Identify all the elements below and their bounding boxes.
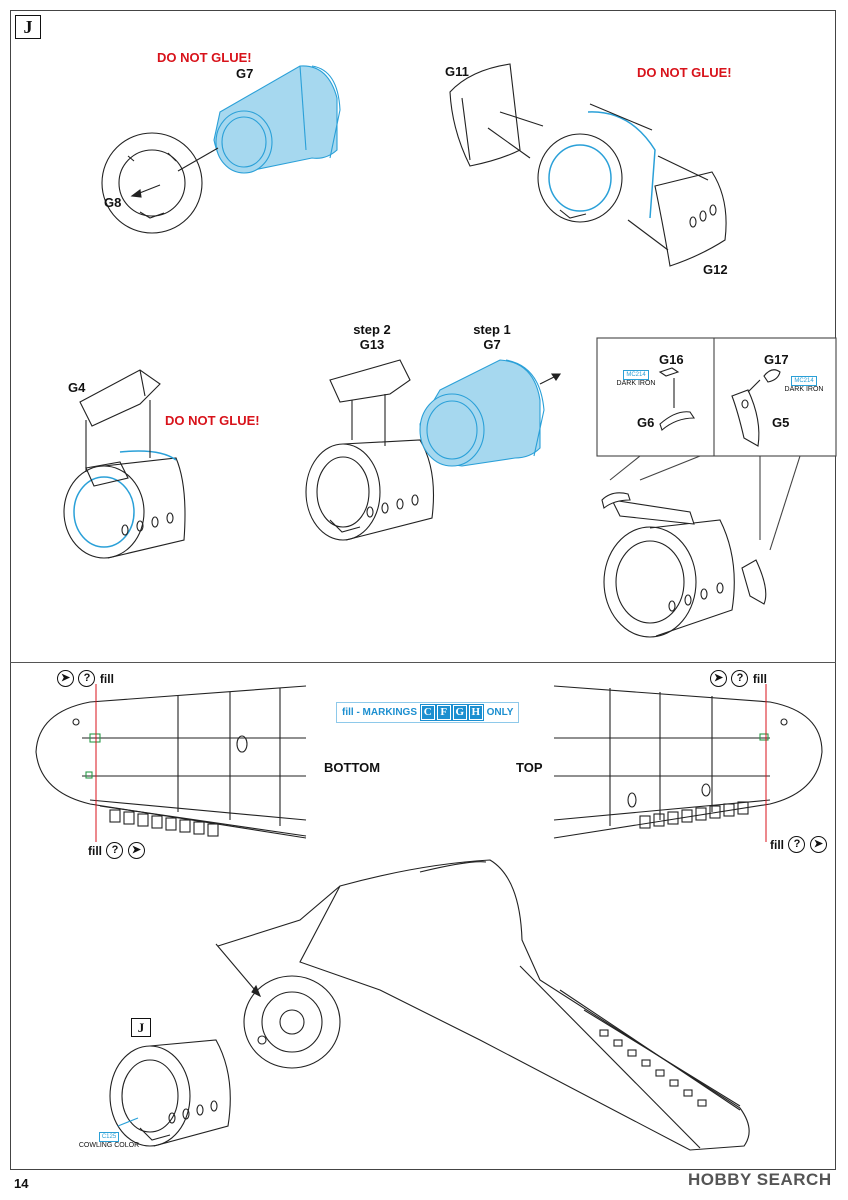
top-flap-ribs (639, 801, 749, 829)
g11-cowl-half (449, 63, 521, 167)
do-not-glue-warning-g4: DO NOT GLUE! (165, 413, 260, 428)
fill-instruction-bottom-left: fill ? ➤ (88, 842, 145, 860)
step2-part-label: G13 (359, 337, 385, 352)
do-not-glue-warning-g7: DO NOT GLUE! (157, 50, 252, 65)
wing-flap-ribs (599, 1029, 707, 1107)
question-circle-icon: ? (731, 670, 749, 688)
color-code-right: MC214 (791, 376, 817, 386)
color-code-left: MC214 (623, 370, 649, 380)
color-name-left: DARK IRON (616, 380, 656, 387)
arrow-circle-icon: ➤ (57, 670, 74, 688)
g7-clear-insert-step1 (419, 359, 545, 467)
page-frame (10, 10, 836, 1170)
step2-block: step 2 G13 (340, 322, 404, 352)
fill-word: fill (88, 843, 102, 858)
cowl-body-with-insert (537, 111, 656, 223)
part-label-g8: G8 (104, 195, 122, 210)
g16-g6-detail (658, 367, 696, 431)
bottom-view-label: BOTTOM (324, 760, 381, 775)
step1-label: step 1 (473, 322, 511, 337)
fill-instruction-bottom-right: fill ? ➤ (770, 836, 827, 854)
step-marker-small: J (131, 1018, 151, 1037)
fill-markings-suffix: ONLY (486, 707, 514, 718)
step1-part-label: G7 (483, 337, 501, 352)
part-label-g7: G7 (236, 66, 254, 81)
cowl-assembly-g13 (305, 439, 434, 541)
g13-upper-panel (329, 359, 411, 403)
fill-instruction-top-left: ➤ ? fill (57, 670, 114, 688)
watermark: HOBBY SEARCH (688, 1170, 832, 1190)
part-label-g11: G11 (445, 64, 469, 79)
g7-clear-insert (213, 65, 341, 174)
step2-label: step 2 (353, 322, 391, 337)
question-circle-icon: ? (106, 842, 124, 860)
marking-badge: F (435, 704, 452, 721)
color-name-cowling: COWLING COLOR (78, 1142, 140, 1149)
marking-badge: G (451, 704, 468, 721)
aircraft-assembly (217, 859, 750, 1151)
g12-cowl-half (654, 171, 727, 267)
color-callout-right: MC214 DARK IRON (782, 376, 826, 394)
part-label-g17: G17 (764, 352, 789, 367)
arrow-circle-icon: ➤ (809, 836, 827, 854)
part-label-g12: G12 (703, 262, 728, 277)
page-number: 14 (14, 1176, 29, 1191)
question-circle-icon: ? (78, 670, 96, 688)
arrow-circle-icon: ➤ (710, 670, 727, 688)
color-callout-cowling: C125 COWLING COLOR (78, 1132, 140, 1150)
step-marker: J (15, 15, 41, 39)
bottom-flap-ribs (109, 809, 219, 837)
part-label-g16: G16 (659, 352, 684, 367)
fill-instruction-top-right: ➤ ? fill (710, 670, 767, 688)
part-label-g5: G5 (772, 415, 790, 430)
section-divider (10, 662, 836, 663)
fill-word: fill (99, 671, 114, 686)
color-code-cowling: C125 (98, 1132, 120, 1142)
cowling-detached (109, 1039, 231, 1147)
g4-upper-panel (79, 369, 161, 427)
color-callout-left: MC214 DARK IRON (614, 370, 658, 388)
top-view-wing (553, 685, 823, 839)
part-label-g4: G4 (68, 380, 86, 395)
g8-cowl-ring (101, 132, 203, 234)
cowl-assembly-g4 (63, 450, 186, 559)
fill-word: fill (752, 671, 767, 686)
part-label-g6: G6 (637, 415, 655, 430)
color-name-right: DARK IRON (784, 386, 824, 393)
watermark-text: HOBBY SEARCH (688, 1170, 832, 1189)
fill-word: fill (770, 837, 784, 852)
fill-markings-prefix: fill - MARKINGS (342, 707, 417, 718)
marking-badge: H (467, 704, 484, 721)
marking-badge: C (419, 704, 436, 721)
top-view-label: TOP (516, 760, 543, 775)
g17-g5-detail (731, 369, 781, 447)
question-circle-icon: ? (788, 836, 806, 854)
arrow-circle-icon: ➤ (127, 842, 145, 860)
bottom-view-wing (35, 685, 307, 839)
cowl-assembly-final (601, 492, 767, 638)
do-not-glue-warning-g11: DO NOT GLUE! (637, 65, 732, 80)
step1-block: step 1 G7 (460, 322, 524, 352)
